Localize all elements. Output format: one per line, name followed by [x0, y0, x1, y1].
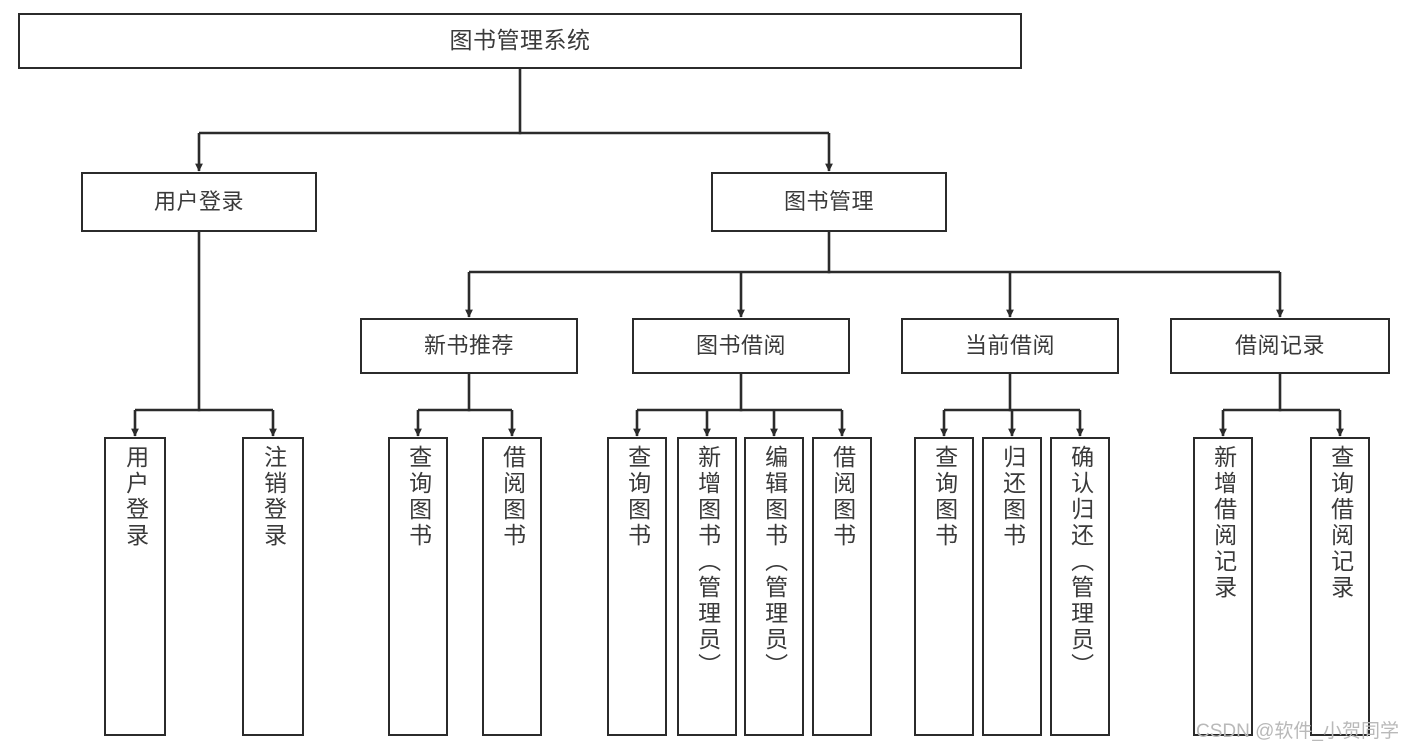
- node-current-borrow[interactable]: 当前借阅: [901, 318, 1119, 374]
- node-label-leaf-user-login: 用户登录: [122, 445, 149, 549]
- node-label-borrow-record: 借阅记录: [1234, 333, 1325, 359]
- node-label-leaf-query-borrow-record: 查询借阅记录: [1327, 445, 1354, 601]
- node-new-book-rec[interactable]: 新书推荐: [360, 318, 578, 374]
- node-leaf-user-logout[interactable]: 注销登录: [242, 437, 304, 736]
- node-leaf-edit-book-admin[interactable]: 编辑图书（管理员）: [744, 437, 804, 736]
- node-leaf-query-borrow-record[interactable]: 查询借阅记录: [1310, 437, 1370, 736]
- node-label-leaf-borrow-book-1: 借阅图书: [499, 445, 526, 549]
- node-label-leaf-query-book-2: 查询图书: [624, 445, 651, 549]
- node-label-leaf-user-logout: 注销登录: [260, 445, 287, 549]
- node-label-root: 图书管理系统: [449, 27, 591, 54]
- node-leaf-query-book-2[interactable]: 查询图书: [607, 437, 667, 736]
- node-root[interactable]: 图书管理系统: [18, 13, 1022, 69]
- node-user-login[interactable]: 用户登录: [81, 172, 317, 232]
- node-label-user-login: 用户登录: [153, 189, 244, 215]
- node-label-leaf-edit-book-admin: 编辑图书（管理员）: [761, 445, 788, 679]
- node-label-leaf-borrow-book-2: 借阅图书: [829, 445, 856, 549]
- node-leaf-confirm-return-admin[interactable]: 确认归还（管理员）: [1050, 437, 1110, 736]
- node-label-book-manage: 图书管理: [783, 189, 874, 215]
- node-label-leaf-add-borrow-record: 新增借阅记录: [1210, 445, 1237, 601]
- node-book-borrow[interactable]: 图书借阅: [632, 318, 850, 374]
- node-leaf-user-login[interactable]: 用户登录: [104, 437, 166, 736]
- node-label-leaf-query-book-3: 查询图书: [931, 445, 958, 549]
- node-leaf-query-book-3[interactable]: 查询图书: [914, 437, 974, 736]
- node-leaf-query-book-1[interactable]: 查询图书: [388, 437, 448, 736]
- node-leaf-borrow-book-2[interactable]: 借阅图书: [812, 437, 872, 736]
- edge-group: [131, 69, 1344, 437]
- node-label-leaf-confirm-return-admin: 确认归还（管理员）: [1067, 445, 1094, 679]
- node-label-new-book-rec: 新书推荐: [423, 333, 514, 359]
- node-leaf-borrow-book-1[interactable]: 借阅图书: [482, 437, 542, 736]
- node-label-leaf-return-book: 归还图书: [999, 445, 1026, 549]
- node-leaf-add-borrow-record[interactable]: 新增借阅记录: [1193, 437, 1253, 736]
- node-borrow-record[interactable]: 借阅记录: [1170, 318, 1390, 374]
- node-book-manage[interactable]: 图书管理: [711, 172, 947, 232]
- node-label-current-borrow: 当前借阅: [964, 333, 1055, 359]
- node-label-leaf-add-book-admin: 新增图书（管理员）: [694, 445, 721, 679]
- node-leaf-return-book[interactable]: 归还图书: [982, 437, 1042, 736]
- node-label-leaf-query-book-1: 查询图书: [405, 445, 432, 549]
- node-leaf-add-book-admin[interactable]: 新增图书（管理员）: [677, 437, 737, 736]
- node-label-book-borrow: 图书借阅: [695, 333, 786, 359]
